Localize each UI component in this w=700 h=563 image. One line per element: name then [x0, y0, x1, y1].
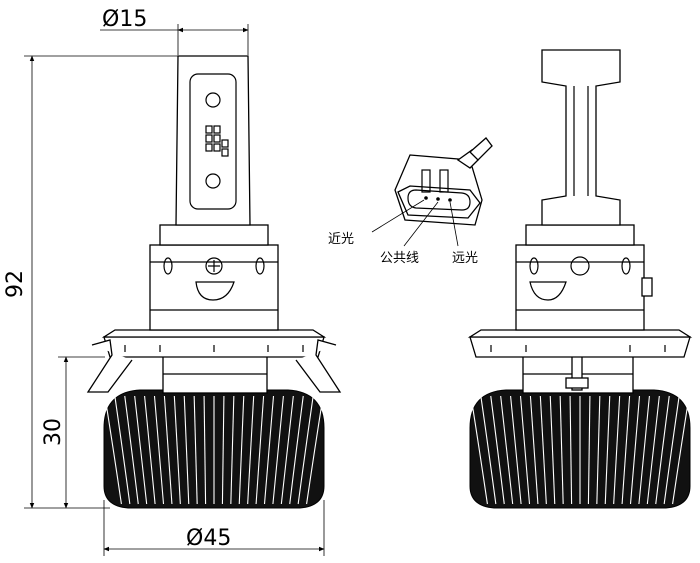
heatsink-fin	[604, 395, 611, 505]
heatsink-fin	[263, 395, 275, 505]
label-common-wire: 公共线	[380, 251, 419, 266]
heatsink-fin	[629, 395, 641, 505]
heatsink-fin	[569, 395, 573, 505]
led-head-side	[541, 49, 621, 226]
heatsink-fin	[529, 395, 539, 505]
heatsink-fin	[559, 395, 564, 505]
heatsink-fin	[510, 395, 522, 505]
heatsink-fin	[480, 395, 497, 505]
heatsink-fin	[104, 395, 122, 505]
lower-height-label: 30	[41, 418, 66, 446]
heatsink-fin	[596, 395, 601, 505]
heatsink-fin	[144, 395, 156, 505]
heatsink-fin	[306, 395, 324, 505]
heatsink-fin	[587, 395, 591, 505]
heatsink-fin	[134, 395, 148, 505]
heatsink-fin	[646, 395, 660, 505]
bulb-side-view	[467, 49, 693, 509]
heatsink-fin	[203, 395, 207, 505]
heatsink-fin	[539, 395, 547, 505]
heatsink-fin	[663, 395, 680, 505]
heatsink-fin	[490, 395, 505, 505]
heatsink-fin	[621, 395, 631, 505]
bulb-front-view	[86, 55, 342, 509]
heatsink-fin	[114, 395, 131, 505]
heatsink-fin	[500, 395, 514, 505]
heatsink-fin	[193, 395, 198, 505]
heatsink-fin	[238, 395, 245, 505]
dimension-top-diameter: Ø15	[100, 7, 249, 55]
overall-height-label: 92	[3, 270, 28, 298]
heatsink-fin	[153, 395, 165, 505]
mount-collar-side	[467, 329, 693, 358]
heatsink-fin	[470, 395, 488, 505]
label-low-beam: 近光	[328, 232, 354, 247]
heatsink-front	[103, 389, 325, 509]
heatsink-fin	[230, 395, 235, 505]
heatsink-fin	[655, 395, 670, 505]
bottom-diameter-label: Ø45	[186, 526, 231, 551]
heatsink-fin	[163, 395, 173, 505]
heatsink-fin	[672, 395, 690, 505]
heatsink-fin	[280, 395, 294, 505]
connector-plug	[371, 137, 493, 247]
heatsink-fin	[272, 395, 284, 505]
heatsink-fin	[183, 395, 190, 505]
base-body-side	[515, 244, 653, 331]
heatsink-side	[469, 389, 691, 509]
heatsink-fin	[289, 395, 304, 505]
top-diameter-label: Ø15	[102, 7, 147, 32]
heatsink-fin	[519, 395, 531, 505]
heatsink-fin	[613, 395, 621, 505]
heatsink-fin	[221, 395, 225, 505]
heatsink-fin	[297, 395, 314, 505]
heatsink-fin	[247, 395, 255, 505]
mount-collar-front	[86, 329, 342, 393]
heatsink-fin	[173, 395, 181, 505]
dimension-lower-height: 30	[41, 356, 105, 509]
dimension-bottom-diameter: Ø45	[103, 500, 325, 556]
heatsink-fin	[124, 395, 139, 505]
label-high-beam: 远光	[452, 251, 478, 266]
led-head-front	[175, 55, 251, 226]
heatsink-fin	[549, 395, 556, 505]
heatsink-fin	[638, 395, 650, 505]
base-body-front	[149, 244, 279, 331]
heatsink-fin	[255, 395, 265, 505]
screw-icon	[205, 257, 223, 275]
